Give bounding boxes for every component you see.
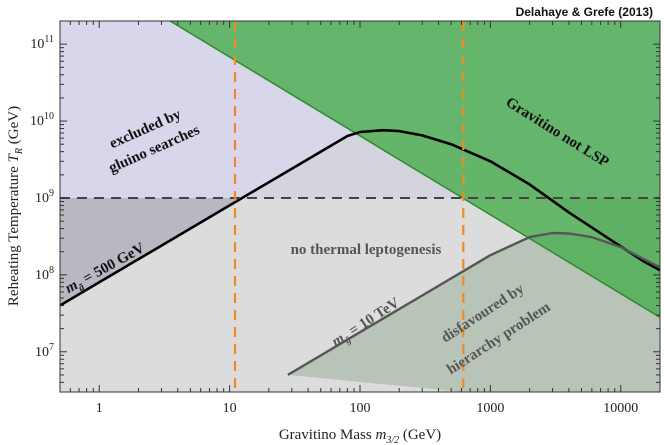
x-tick-label: 1: [96, 401, 103, 416]
x-axis-title-main: Gravitino Mass: [279, 427, 376, 443]
gravitino-lsp-boundary-line: [169, 21, 660, 319]
chart-credit: Delahaye & Grefe (2013): [516, 5, 653, 19]
y-axis-title-var: T: [6, 152, 22, 162]
x-axis-title-unit: (GeV): [399, 427, 441, 443]
curve-label-500gev-sub: g̃: [76, 281, 87, 294]
x-axis-title-sub: 3/2: [385, 435, 399, 445]
axis-ticks: 1 10 100 1000 10000 107 108 109 1010 1011: [30, 20, 661, 416]
y-tick-label: 1010: [30, 111, 54, 129]
y-axis-title-unit: (GeV): [6, 106, 22, 148]
y-axis-title: Reheating Temperature TR (GeV): [6, 106, 25, 306]
x-tick-label: 100: [350, 401, 371, 416]
curves-layer: [60, 21, 660, 392]
curve-gluino-10tev: [287, 231, 660, 376]
y-tick-label: 108: [35, 265, 54, 283]
curve-label-10tev-sub: g̃: [342, 334, 354, 347]
x-axis-title: Gravitino Mass m3/2 (GeV): [279, 427, 441, 445]
region-disfavoured-hierarchy: [287, 233, 660, 392]
y-tick-label: 109: [35, 188, 54, 206]
x-tick-label: 10: [223, 401, 237, 416]
annotation-no-thermal-leptogenesis: no thermal leptogenesis: [291, 242, 442, 258]
y-axis-title-sub: R: [14, 148, 25, 155]
x-tick-label: 1000: [476, 401, 504, 416]
x-axis-title-var: m: [375, 427, 386, 443]
shaded-regions: [60, 21, 660, 392]
y-tick-label: 1011: [30, 34, 54, 52]
x-tick-label: 10000: [603, 401, 638, 416]
y-axis-title-main: Reheating Temperature: [6, 162, 22, 306]
curve-gluino-500gev: [60, 128, 660, 307]
y-tick-label: 107: [35, 342, 54, 360]
